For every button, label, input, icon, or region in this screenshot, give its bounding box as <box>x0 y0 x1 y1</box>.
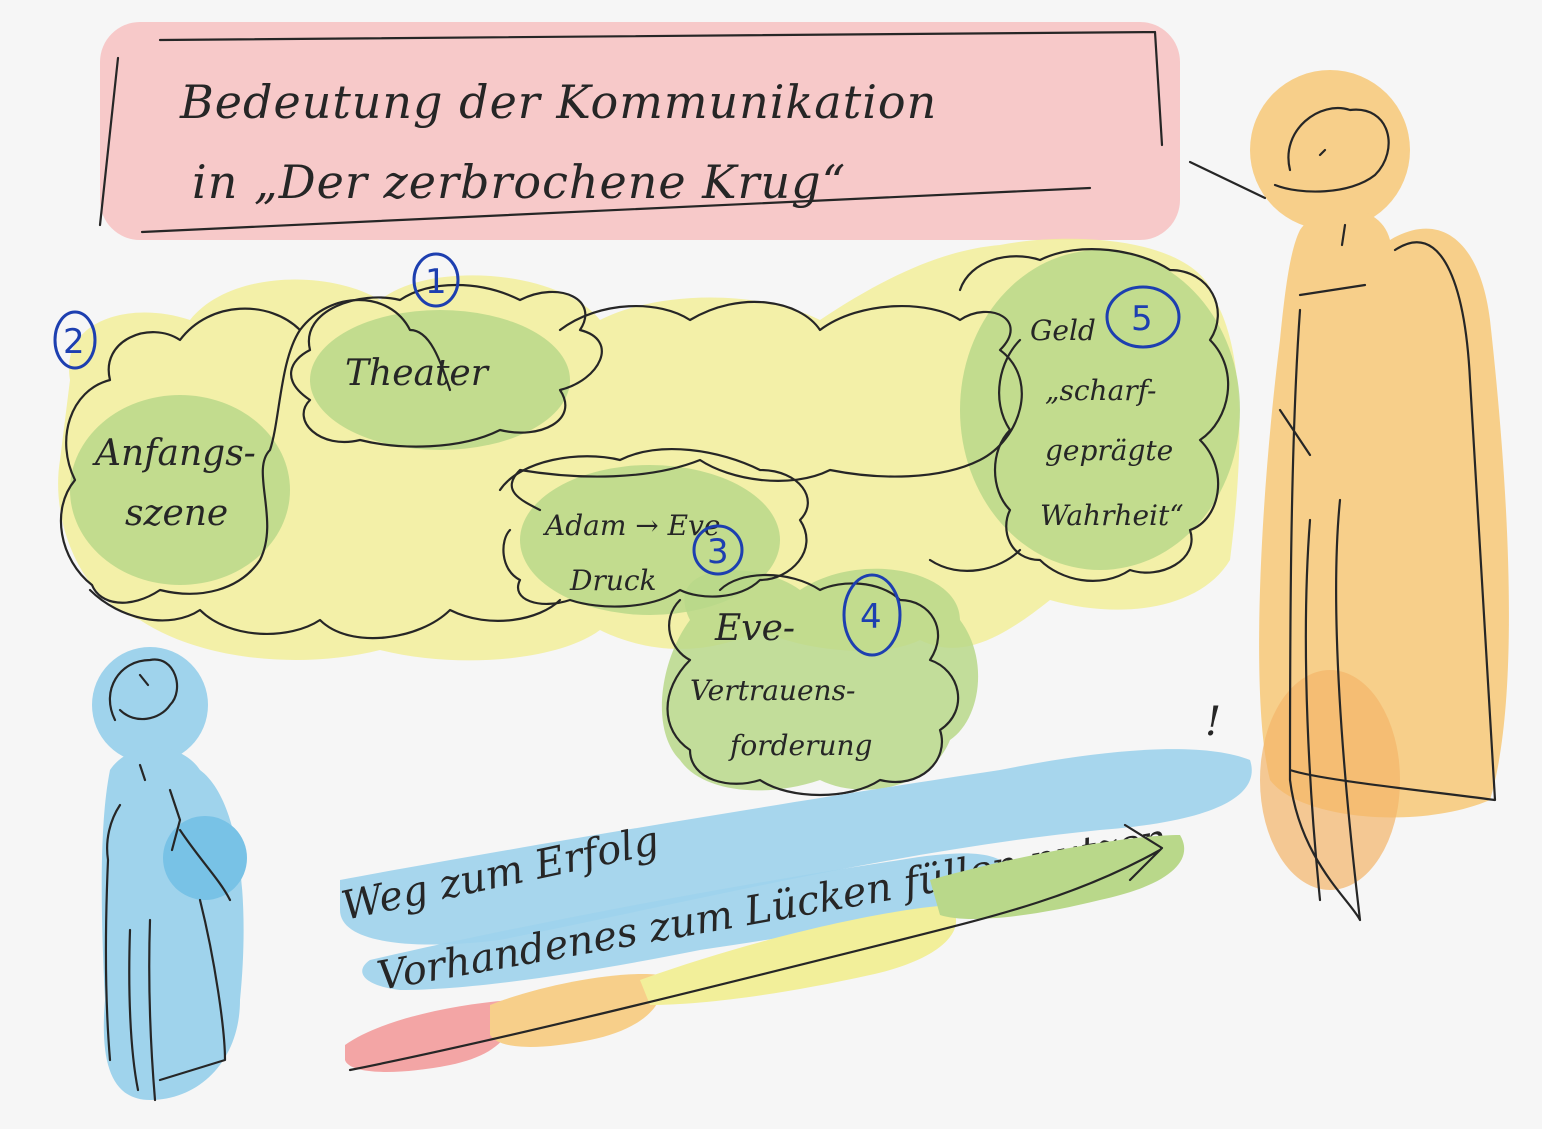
figure-orange-shadow <box>1260 670 1400 890</box>
title-line-2: in „Der zerbrochene Krug“ <box>192 155 846 209</box>
success-path-exclamation: ! <box>1205 699 1221 745</box>
figure-blue-body <box>104 763 232 1102</box>
success-arrow <box>348 823 1164 1072</box>
cloud-outline-lower <box>88 548 1022 640</box>
figure-blue <box>92 647 247 1102</box>
cloud-outline-eve <box>666 574 960 797</box>
figure-orange-body-fill <box>1259 208 1509 818</box>
title-line-1: Bedeutung der Kommunikation <box>179 75 937 129</box>
figure-orange <box>1188 70 1509 922</box>
number-badge-3-circle <box>692 524 744 576</box>
success-highlight-top <box>340 749 1252 945</box>
cloud-green-2 <box>310 310 570 450</box>
cloud-label-eve-3: forderung <box>728 729 872 762</box>
success-highlight-bottom <box>362 853 1010 990</box>
cloud-outline-left <box>59 299 452 604</box>
title-highlight <box>100 22 1180 240</box>
cloud-geld: Geld „scharf- geprägte Wahrheit“ 5 <box>1030 285 1184 532</box>
figure-blue-head <box>108 658 179 722</box>
cloud-anfangsszene: Anfangs- szene 2 <box>53 310 256 534</box>
title-box: Bedeutung der Kommunikation in „Der zerb… <box>98 22 1180 240</box>
arrow-band-yellow <box>640 905 957 1005</box>
cloud-label-theater: Theater <box>345 353 490 394</box>
number-badge-4: 4 <box>860 597 882 637</box>
cloud-label-anfangsszene-2: szene <box>125 493 228 534</box>
cloud-green-4 <box>960 250 1240 570</box>
figure-orange-body <box>1278 241 1497 922</box>
number-badge-1: 1 <box>425 262 447 302</box>
number-badge-4-circle <box>842 573 902 657</box>
number-badge-1-circle <box>412 252 460 308</box>
cloud-label-eve-1: Eve- <box>714 608 795 649</box>
cloud-theater: Theater 1 <box>345 252 490 394</box>
cloud-label-geld-3: geprägte <box>1045 434 1173 467</box>
cloud-label-geld-2: „scharf- <box>1045 374 1157 407</box>
cloud-adam-eve: Adam → Eve Druck 3 <box>542 509 744 597</box>
title-frame <box>98 30 1164 234</box>
cloud-outline-middle <box>510 300 1023 512</box>
figure-orange-head-fill <box>1250 70 1410 230</box>
success-path: Weg zum Erfolg Vorhandenes zum Lücken fü… <box>338 699 1252 1072</box>
figure-orange-head <box>1273 107 1390 247</box>
number-badge-5-circle <box>1105 285 1181 349</box>
cloud-band <box>58 238 1240 797</box>
number-badge-2-circle <box>53 310 97 370</box>
number-badge-2: 2 <box>63 322 85 362</box>
cloud-label-eve-2: Vertrauens- <box>690 674 855 707</box>
cloud-eve-vertrauen: Eve- Vertrauens- forderung 4 <box>690 573 902 762</box>
cloud-label-geld-1: Geld <box>1030 314 1096 347</box>
cloud-label-adam-1: Adam → Eve <box>542 509 720 542</box>
arrow-band-green <box>930 835 1185 920</box>
cloud-label-geld-4: Wahrheit“ <box>1040 499 1184 532</box>
number-badge-5: 5 <box>1131 299 1153 339</box>
arrow-band-orange <box>490 974 662 1047</box>
figure-blue-head-fill <box>92 647 208 763</box>
figure-blue-hand <box>163 816 247 900</box>
figure-orange-pointer <box>1188 160 1267 200</box>
cloud-green-1 <box>70 395 290 585</box>
arrow-band-red <box>345 1000 513 1072</box>
cloud-label-anfangsszene-1: Anfangs- <box>92 433 256 474</box>
cloud-outline-right <box>958 248 1230 582</box>
cloud-label-adam-2: Druck <box>569 564 657 597</box>
number-badge-3: 3 <box>707 532 729 572</box>
cloud-outline-theater <box>289 283 603 448</box>
